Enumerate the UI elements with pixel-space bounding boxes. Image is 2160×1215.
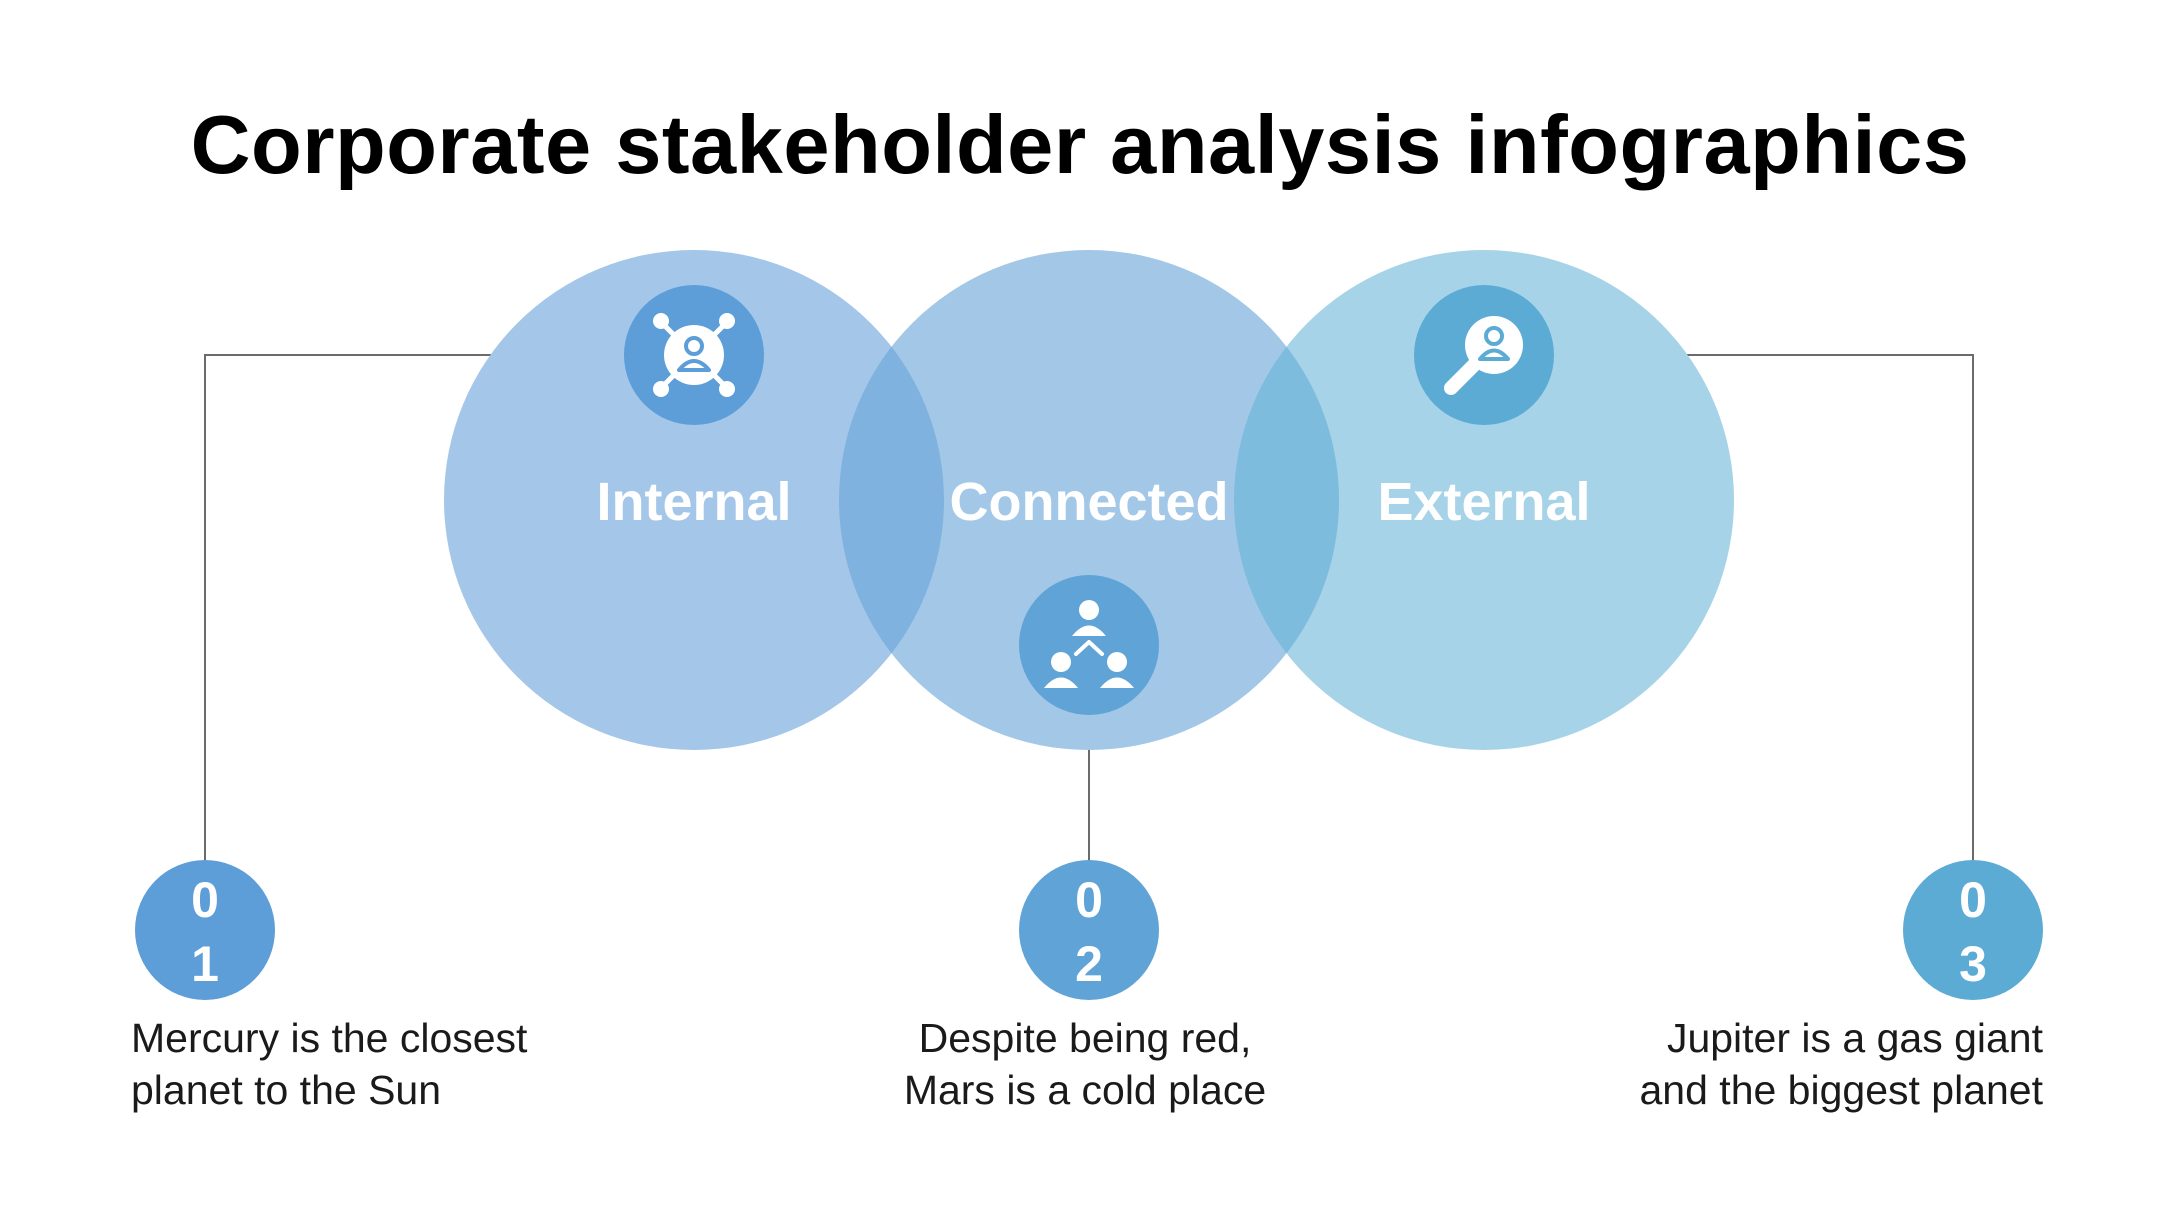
- description-2-line-1: Despite being red,: [918, 1015, 1252, 1061]
- badge-1-digit-top: 0: [191, 872, 219, 928]
- external-circle: [1234, 250, 1734, 750]
- number-badge-3: 0 3: [1903, 860, 2043, 1000]
- description-3-line-2: and the biggest planet: [1639, 1067, 2044, 1113]
- user-search-icon: [1414, 285, 1554, 425]
- internal-circle: [444, 250, 944, 750]
- badge-1-digit-bottom: 1: [191, 936, 219, 992]
- description-2: Despite being red, Mars is a cold place: [805, 1012, 1365, 1116]
- page-title: Corporate stakeholder analysis infograph…: [190, 98, 1970, 191]
- internal-label: Internal: [596, 472, 791, 532]
- description-1: Mercury is the closest planet to the Sun: [131, 1012, 691, 1116]
- description-3: Jupiter is a gas giant and the biggest p…: [1483, 1012, 2044, 1116]
- connected-label: Connected: [949, 472, 1228, 532]
- description-3-line-1: Jupiter is a gas giant: [1666, 1015, 2043, 1061]
- description-1-line-1: Mercury is the closest: [131, 1015, 528, 1061]
- connected-circle: [839, 250, 1339, 750]
- description-1-line-2: planet to the Sun: [131, 1067, 442, 1113]
- number-badge-1: 0 1: [135, 860, 275, 1000]
- description-2-line-2: Mars is a cold place: [903, 1067, 1267, 1113]
- team-hierarchy-icon: [1019, 575, 1159, 715]
- external-label: External: [1377, 472, 1590, 532]
- badge-3-digit-top: 0: [1959, 872, 1987, 928]
- badge-3-digit-bottom: 3: [1959, 936, 1987, 992]
- number-badge-2: 0 2: [1019, 860, 1159, 1000]
- stakeholder-network-icon: [624, 285, 764, 425]
- badge-2-digit-top: 0: [1075, 872, 1103, 928]
- badge-2-digit-bottom: 2: [1075, 936, 1103, 992]
